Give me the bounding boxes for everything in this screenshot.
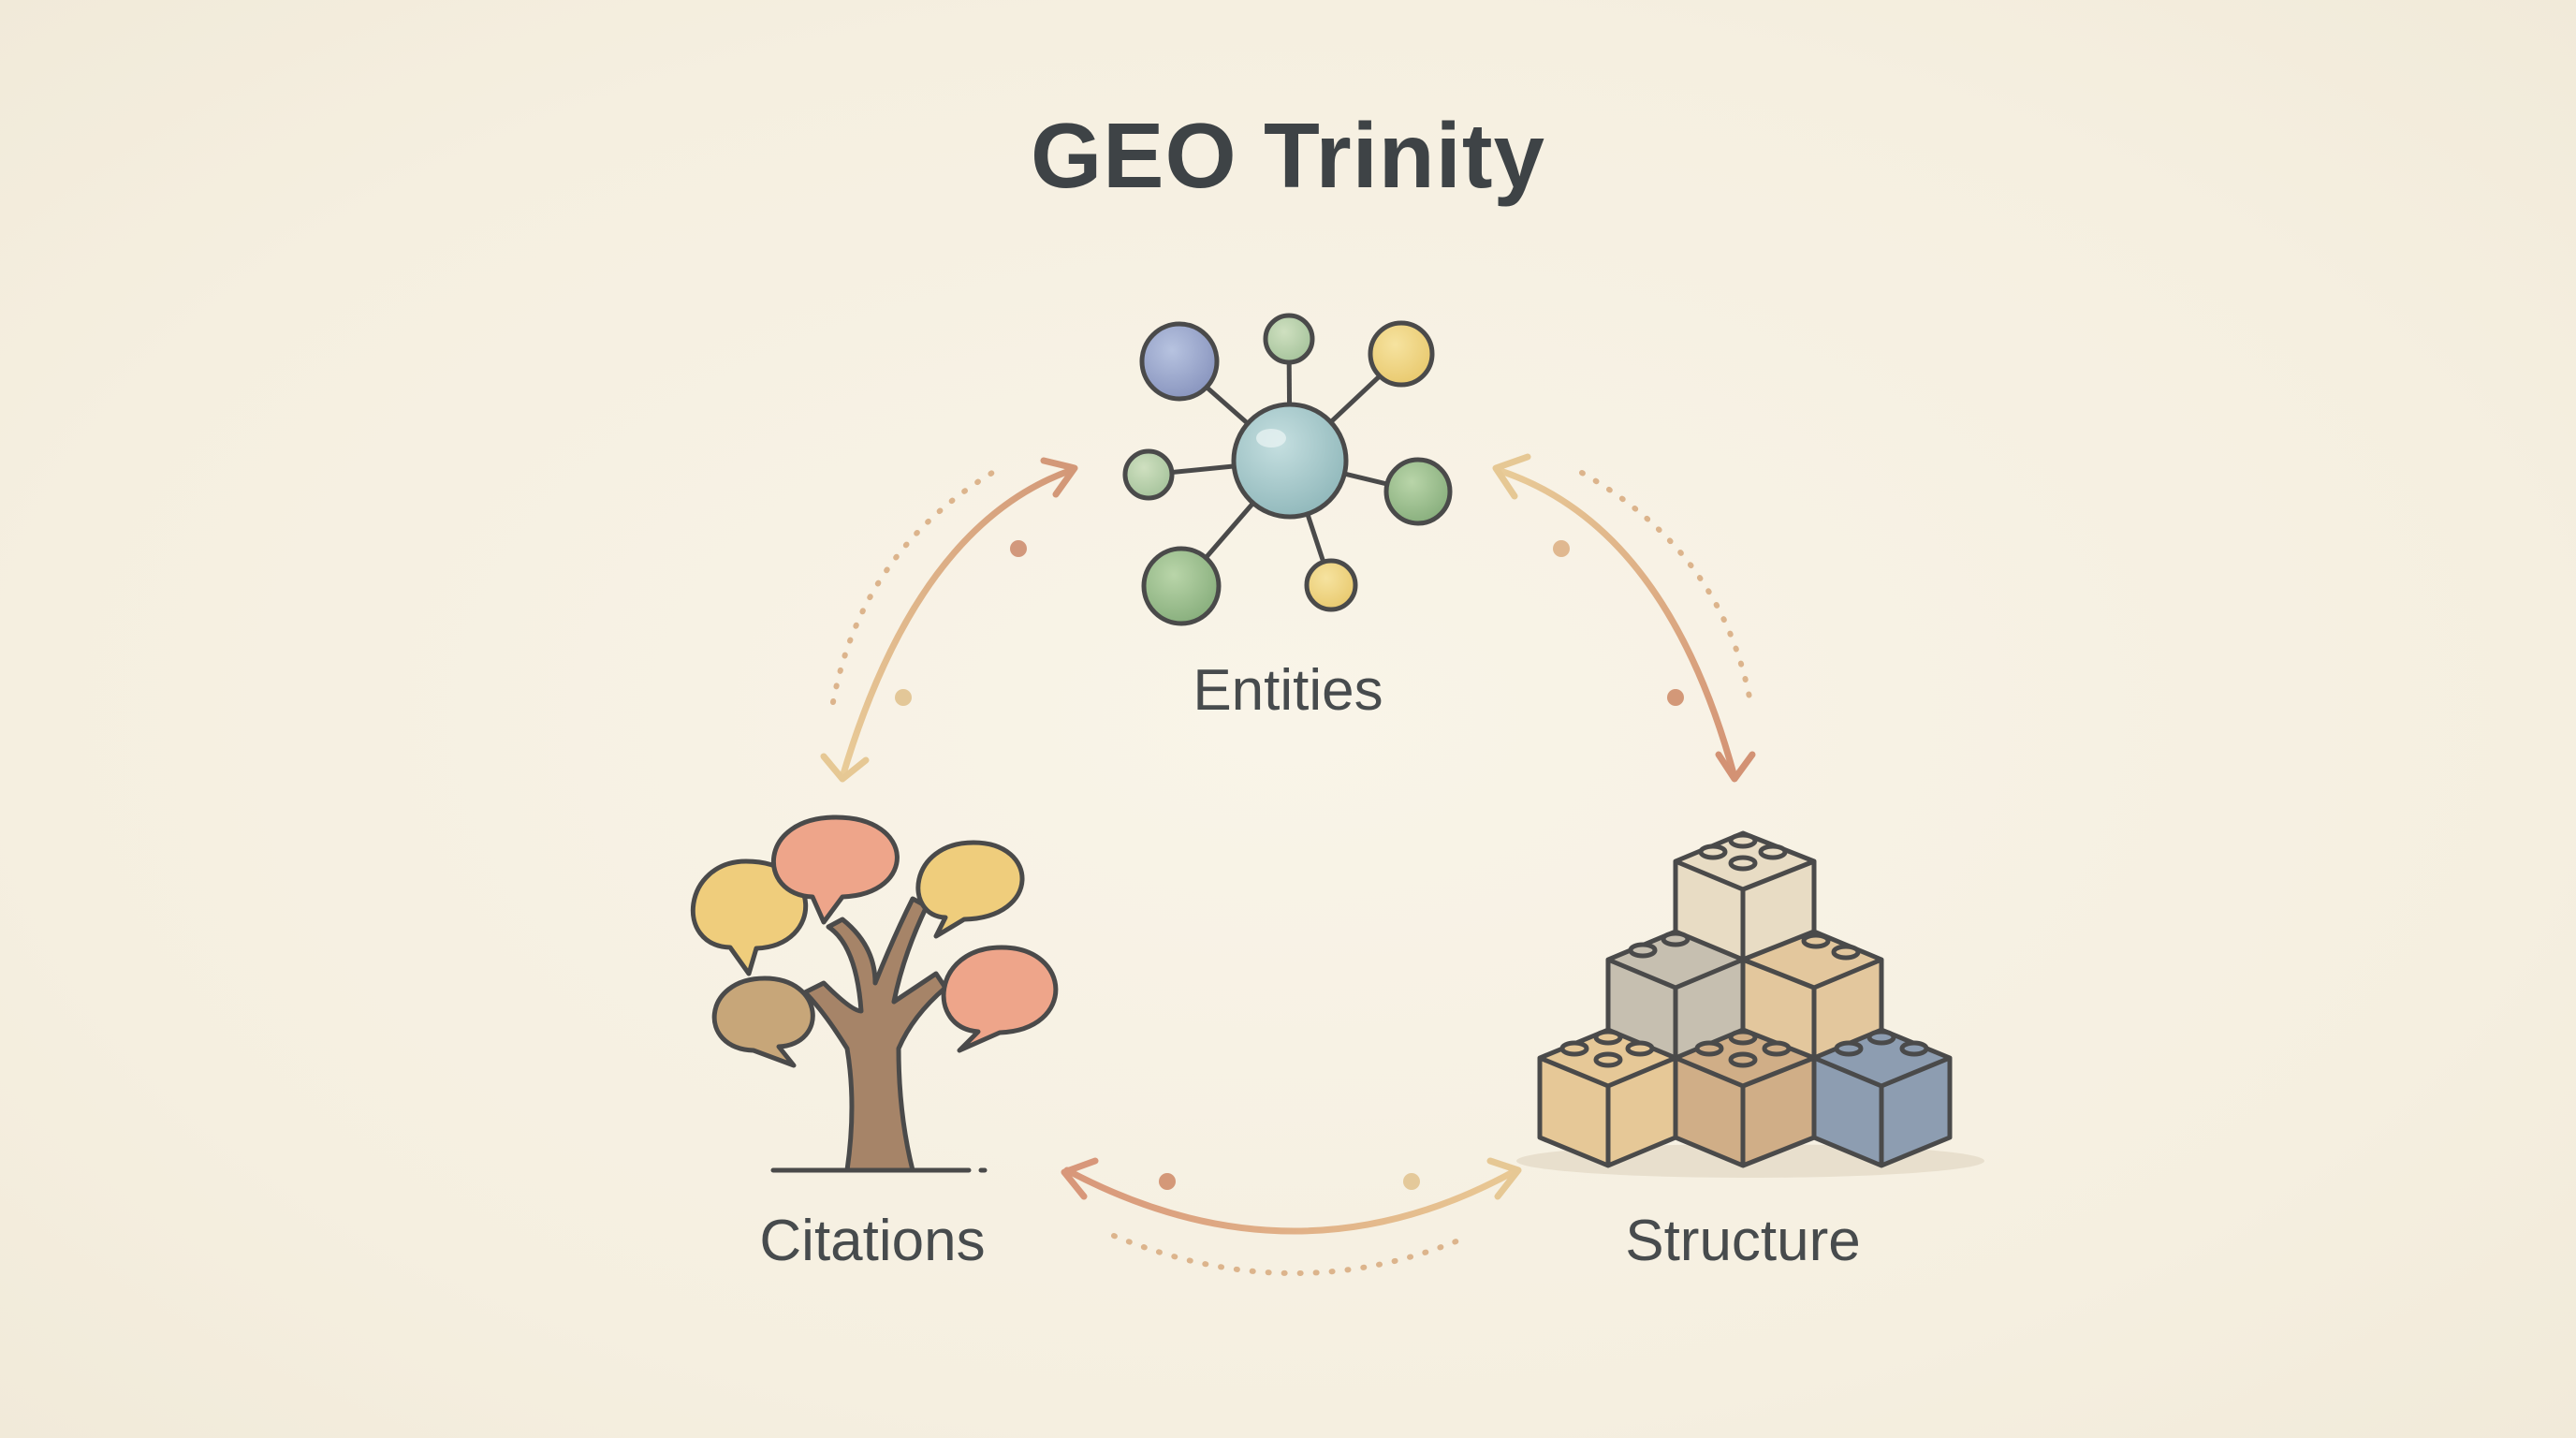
speech-bubble-tree-icon: [693, 817, 1056, 1170]
entities-label: Entities: [1007, 657, 1569, 724]
arrow-entities-citations: [824, 461, 1075, 779]
arrow-entities-structure: [1496, 457, 1752, 779]
network-graph-icon: [1125, 315, 1450, 624]
citations-label: Citations: [592, 1208, 1153, 1274]
structure-label: Structure: [1462, 1208, 2024, 1274]
building-blocks-icon: [1516, 833, 1984, 1178]
